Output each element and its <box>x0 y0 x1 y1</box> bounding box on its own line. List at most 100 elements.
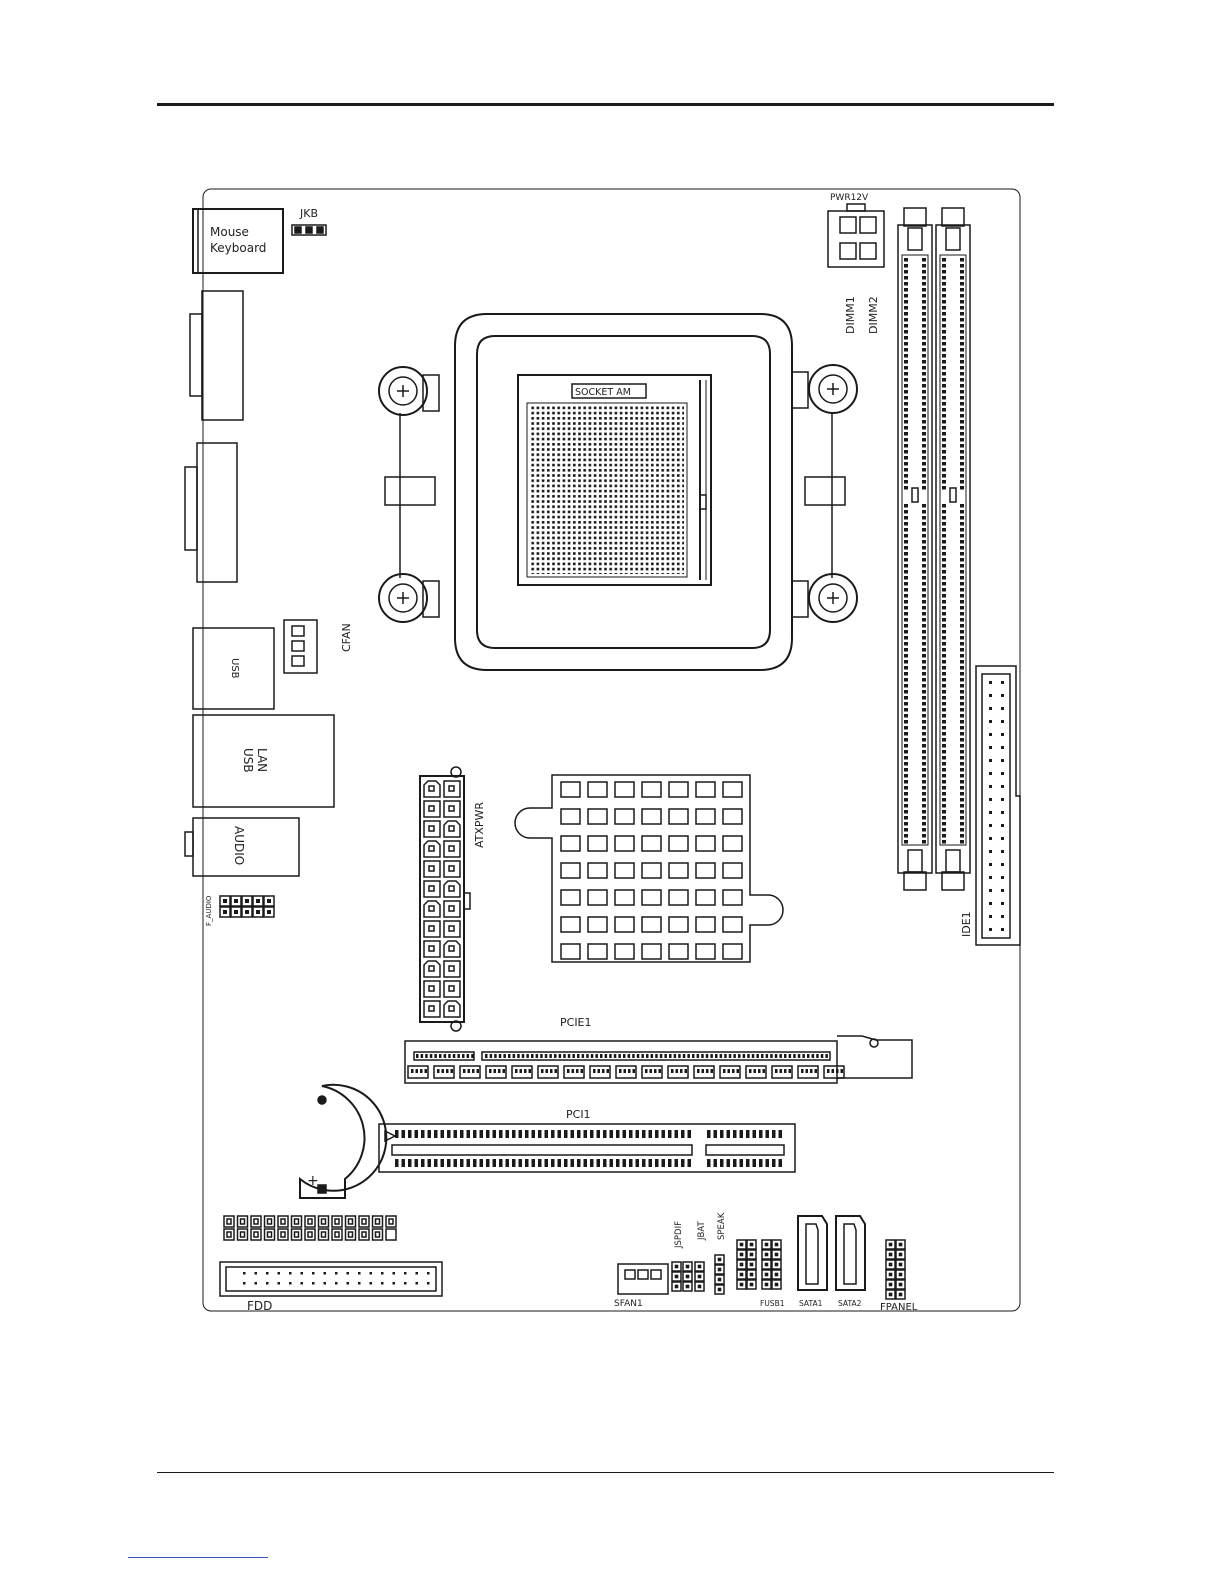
heatsink-fin <box>561 863 580 878</box>
ide-pin <box>1001 811 1004 814</box>
pwr12v-connector <box>828 204 884 267</box>
atx-pin-cell <box>424 1001 440 1017</box>
pcie-contact <box>489 1069 492 1073</box>
pci-contact <box>662 1130 666 1138</box>
dimm-contact <box>922 450 926 454</box>
pcie-contact <box>541 1069 544 1073</box>
dimm-contact <box>904 402 908 406</box>
fpanel-cell-pin <box>889 1243 893 1247</box>
pcie-contact <box>659 1069 662 1073</box>
fpanel-cell-pin <box>899 1253 903 1257</box>
pcie-contact <box>789 1054 792 1058</box>
header-pin <box>389 1219 393 1224</box>
pcie-contact <box>572 1069 575 1073</box>
pci-contact <box>408 1130 412 1138</box>
dimm-contact <box>904 438 908 442</box>
pcie-contact <box>503 1069 506 1073</box>
pcie-contact <box>477 1069 480 1073</box>
dimm-contact <box>942 708 946 712</box>
dimm-contact <box>960 600 964 604</box>
fusb-cell-pin <box>750 1253 754 1257</box>
fdd-pin <box>427 1282 430 1285</box>
fusb-cell-pin <box>765 1253 769 1257</box>
dimm-contact <box>904 372 908 376</box>
fdd-pin <box>255 1282 258 1285</box>
ide-pin <box>1001 681 1004 684</box>
dimm-contact <box>904 768 908 772</box>
pci-contact <box>714 1159 718 1167</box>
dimm-contact <box>942 702 946 706</box>
pcie-contact <box>546 1069 549 1073</box>
pci-contact <box>493 1130 497 1138</box>
fusb-cell-pin <box>750 1273 754 1277</box>
dimm-contact <box>904 348 908 352</box>
fdd-pin <box>301 1272 304 1275</box>
dimm-contact <box>942 534 946 538</box>
pci-contact <box>668 1159 672 1167</box>
pci-contact <box>688 1159 692 1167</box>
speak-cell-pin <box>718 1268 722 1272</box>
pci-contact <box>590 1130 594 1138</box>
dimm-contact <box>942 402 946 406</box>
pci-contact <box>597 1159 601 1167</box>
dimm-contact <box>922 840 926 844</box>
pcie-contact <box>520 1069 523 1073</box>
dimm-contact <box>922 702 926 706</box>
pci-contact <box>454 1159 458 1167</box>
dimm-contact <box>960 546 964 550</box>
dimm-contact <box>960 282 964 286</box>
pci-contact <box>649 1159 653 1167</box>
ide-pin <box>1001 720 1004 723</box>
dimm-contact <box>904 828 908 832</box>
pci-contact <box>564 1130 568 1138</box>
dimm-contact <box>904 798 908 802</box>
heatsink-fin <box>696 890 715 905</box>
fdd-pin <box>347 1282 350 1285</box>
atx-pin <box>449 786 454 791</box>
dimm-contact <box>904 486 908 490</box>
dimm-contact <box>922 594 926 598</box>
keyboard-label: Keyboard <box>210 241 266 255</box>
heatsink-fin <box>615 890 634 905</box>
atx-pin <box>429 886 434 891</box>
dimm-contact <box>922 768 926 772</box>
dimm-contact <box>960 564 964 568</box>
pci-contact <box>415 1130 419 1138</box>
pcie-contact <box>624 1069 627 1073</box>
dimm-contact <box>960 294 964 298</box>
dimm-contact <box>904 588 908 592</box>
heatsink-fin <box>642 917 661 932</box>
pcie-contact <box>517 1054 520 1058</box>
pcie-contact <box>434 1054 437 1058</box>
heatsink-fin <box>696 809 715 824</box>
pci-contact <box>642 1130 646 1138</box>
dimm-contact <box>960 474 964 478</box>
dimm-contact <box>904 744 908 748</box>
pcie-contact <box>453 1054 456 1058</box>
dimm-contact <box>904 300 908 304</box>
pci-contact <box>642 1159 646 1167</box>
pcie-contact <box>674 1054 677 1058</box>
dimm-contact <box>960 648 964 652</box>
header-cell <box>292 1216 302 1227</box>
f-audio-header <box>220 896 274 917</box>
pci-contact <box>551 1159 555 1167</box>
fpanel-cell-pin <box>889 1283 893 1287</box>
pcie-contact <box>706 1069 709 1073</box>
atxpwr-label: ATXPWR <box>473 802 486 848</box>
dimm-contact <box>960 642 964 646</box>
dimm-contact <box>922 336 926 340</box>
header-pin <box>268 1232 272 1237</box>
dimm-contact <box>904 318 908 322</box>
atx-pin <box>429 966 434 971</box>
pci-contact <box>460 1130 464 1138</box>
pci-contact <box>421 1130 425 1138</box>
dimm-contact <box>904 714 908 718</box>
fusb-cell-pin <box>765 1283 769 1287</box>
fdd-pin <box>243 1272 246 1275</box>
pcie-contact <box>729 1054 732 1058</box>
dimm-contact <box>904 702 908 706</box>
heatsink-fin <box>642 944 661 959</box>
dimm-contact <box>942 654 946 658</box>
pcie-contact <box>467 1054 470 1058</box>
